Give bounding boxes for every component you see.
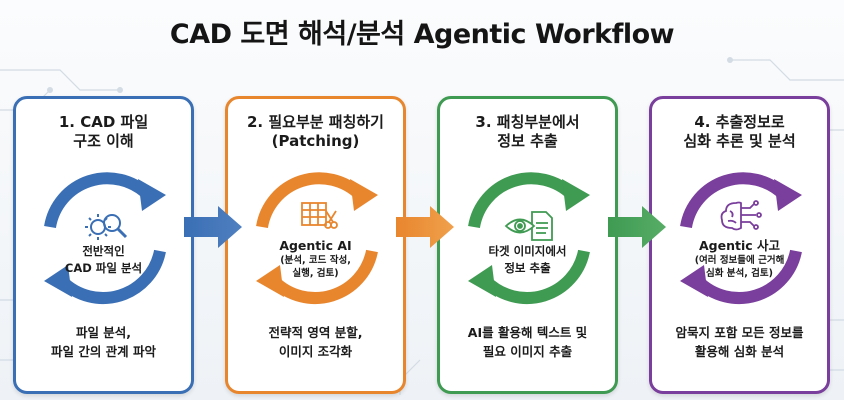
step-card-3: 3. 패칭부분에서 정보 추출 타겟 이미지에서 정보 추출 AI를 활용해 텍… — [437, 96, 618, 394]
description-line: 파일 분석, — [75, 325, 132, 340]
description-line: 암묵지 포함 모든 정보를 — [675, 325, 804, 340]
description-line: 이미지 조각화 — [278, 344, 353, 359]
step-title: 4. 추출정보로 심화 추론 및 분석 — [652, 113, 827, 151]
grid-scissors-icon — [301, 202, 338, 229]
step-center-text: 전반적인 CAD 파일 분석 — [16, 243, 191, 277]
cycle-arrows — [468, 172, 590, 304]
description-line: 필요 이미지 추출 — [482, 344, 573, 359]
description-line: AI를 활용해 텍스트 및 — [467, 325, 588, 340]
step-description: 파일 분석, 파일 간의 관계 파악 — [16, 323, 191, 361]
center-line: CAD 파일 분석 — [64, 261, 143, 275]
step-title-line: 1. CAD 파일 — [58, 113, 149, 131]
step-card-1: 1. CAD 파일 구조 이해 전반적인 CAD 파일 분석 파일 분석, 파일… — [13, 96, 194, 394]
center-line: 타겟 이미지에서 — [488, 244, 567, 258]
center-line: 정보 추출 — [504, 261, 551, 275]
step-title-line: 3. 패칭부분에서 — [475, 113, 580, 131]
gear-magnifier-icon — [85, 214, 128, 240]
step-title-line: 2. 필요부분 패칭하기 — [247, 113, 384, 131]
center-heading: Agentic 사고 — [698, 238, 781, 253]
center-line: (분석, 코드 작성, — [280, 255, 351, 266]
step-card-4: 4. 추출정보로 심화 추론 및 분석 Agentic 사고 (여러 정보들에 … — [649, 96, 830, 394]
step-title: 2. 필요부분 패칭하기 (Patching) — [228, 113, 403, 151]
description-line: 파일 간의 관계 파악 — [50, 344, 157, 359]
cycle-arrows — [44, 172, 166, 304]
eye-document-icon — [504, 211, 553, 241]
center-line: 심화 분석, 검토) — [705, 268, 773, 279]
flow-arrow-2 — [396, 206, 454, 248]
center-line: 실행, 검토) — [292, 268, 339, 279]
page-title: CAD 도면 해석/분석 Agentic Workflow — [169, 19, 675, 50]
step-description: 암묵지 포함 모든 정보를 활용해 심화 분석 — [652, 323, 827, 361]
description-line: 전략적 영역 분할, — [268, 325, 363, 340]
step-center-text: Agentic 사고 (여러 정보들에 근거해 심화 분석, 검토) — [652, 237, 827, 280]
step-title: 1. CAD 파일 구조 이해 — [16, 113, 191, 151]
cycle-arrows — [680, 172, 802, 304]
center-heading: Agentic AI — [279, 238, 352, 253]
step-center-text: Agentic AI (분석, 코드 작성, 실행, 검토) — [228, 237, 403, 280]
step-title-line: 정보 추출 — [497, 132, 558, 150]
step-title-line: 심화 추론 및 분석 — [683, 132, 796, 150]
step-center-text: 타겟 이미지에서 정보 추출 — [440, 243, 615, 277]
center-line: (여러 정보들에 근거해 — [694, 255, 785, 266]
step-description: AI를 활용해 텍스트 및 필요 이미지 추출 — [440, 323, 615, 361]
description-line: 활용해 심화 분석 — [694, 344, 785, 359]
step-description: 전략적 영역 분할, 이미지 조각화 — [228, 323, 403, 361]
step-title-line: 구조 이해 — [73, 132, 134, 150]
brain-circuit-icon — [720, 200, 762, 231]
cycle-arrows — [256, 172, 378, 304]
flow-arrow-1 — [184, 206, 242, 248]
step-title-line: 4. 추출정보로 — [694, 113, 785, 131]
step-title: 3. 패칭부분에서 정보 추출 — [440, 113, 615, 151]
center-line: 전반적인 — [82, 244, 125, 258]
flow-arrow-3 — [608, 206, 666, 248]
step-title-line: (Patching) — [271, 132, 360, 150]
step-card-2: 2. 필요부분 패칭하기 (Patching) Agentic AI (분석, … — [225, 96, 406, 394]
